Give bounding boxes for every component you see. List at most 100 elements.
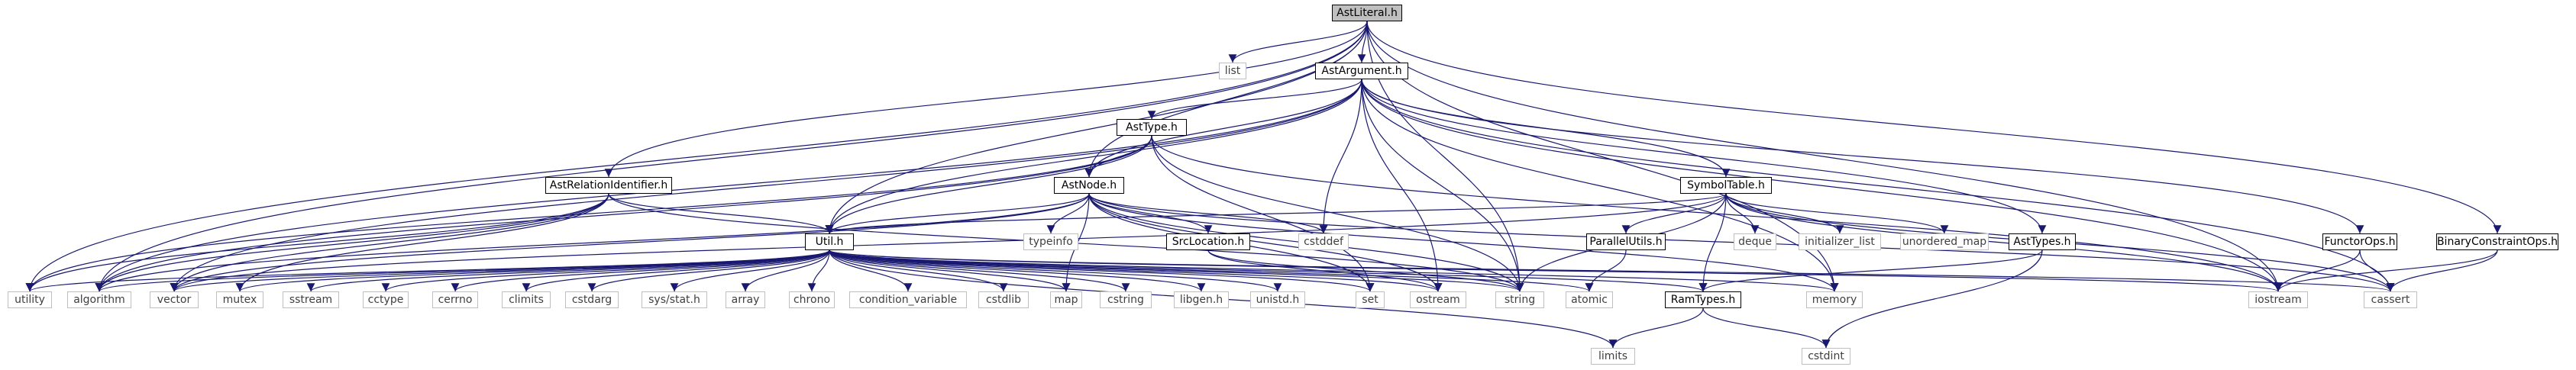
node-astrelationidentifier[interactable]: AstRelationIdentifier.h <box>545 177 672 194</box>
edge-astnode-to-algorithm <box>95 193 1090 292</box>
edge-astargument-to-string <box>1361 79 1524 292</box>
node-cstdarg: cstdarg <box>565 291 619 308</box>
edge-astargument-to-cassert <box>1361 79 2395 292</box>
edge-astrelationidentifier-to-mutex <box>235 193 609 292</box>
node-string: string <box>1495 291 1544 308</box>
edge-util-to-cassert <box>829 249 2394 292</box>
edge-util-to-chrono <box>807 249 830 292</box>
node-climits: climits <box>502 291 551 308</box>
node-cstdint: cstdint <box>1802 348 1850 365</box>
node-ostream: ostream <box>1410 291 1466 308</box>
node-cstring: cstring <box>1100 291 1152 308</box>
edge-astliteral-to-util <box>825 21 1368 234</box>
edge-util-to-ramtypes <box>829 249 1707 292</box>
edge-astliteral-to-list <box>1228 21 1368 63</box>
edge-astnode-to-ostream <box>1088 193 1443 292</box>
node-iostream: iostream <box>2248 291 2308 308</box>
edge-astargument-to-astnode <box>1084 79 1362 178</box>
node-symboltable[interactable]: SymbolTable.h <box>1680 177 1772 194</box>
node-cassert: cassert <box>2364 291 2417 308</box>
edge-util-to-condition_variable <box>829 249 913 292</box>
edge-astnode-to-srclocation <box>1088 193 1213 234</box>
edge-astnode-to-typeinfo <box>1046 193 1090 234</box>
node-chrono: chrono <box>789 291 835 308</box>
edge-util-to-set <box>829 249 1375 292</box>
node-binaryconstraintops[interactable]: BinaryConstraintOps.h <box>2436 233 2558 250</box>
edge-util-to-array <box>741 249 830 292</box>
edge-astrelationidentifier-to-vector <box>170 193 609 292</box>
node-asttypes[interactable]: AstTypes.h <box>2009 233 2076 250</box>
edge-asttype-to-utility <box>25 135 1152 292</box>
node-sstream: sstream <box>283 291 339 308</box>
edge-symboltable-to-parallelutils <box>1621 193 1727 234</box>
node-typeinfo: typeinfo <box>1023 233 1078 250</box>
node-list: list <box>1219 63 1246 79</box>
edge-astliteral-to-iostream <box>1366 21 2283 292</box>
edge-util-to-cstring <box>829 249 1130 292</box>
edge-astargument-to-memory <box>1361 79 1839 292</box>
node-functorops[interactable]: FunctorOps.h <box>2322 233 2397 250</box>
edge-astnode-to-cstddef <box>1088 193 1328 234</box>
node-condition_variable: condition_variable <box>849 291 967 308</box>
node-utility: utility <box>8 291 52 308</box>
edge-symboltable-to-ramtypes <box>1698 193 1727 292</box>
node-srclocation[interactable]: SrcLocation.h <box>1166 233 1250 250</box>
edge-util-to-cstdarg <box>587 249 830 292</box>
node-atomic: atomic <box>1566 291 1613 308</box>
node-cctype: cctype <box>363 291 409 308</box>
edge-symboltable-to-unordered_map <box>1725 193 1949 234</box>
node-astargument[interactable]: AstArgument.h <box>1315 63 1408 79</box>
edge-astliteral-to-memory <box>1366 21 1839 292</box>
edge-astargument-to-asttypes <box>1361 79 2047 234</box>
edge-util-to-mutex <box>235 249 830 292</box>
edge-util-to-unistd <box>829 249 1282 292</box>
node-set: set <box>1356 291 1385 308</box>
edge-asttype-to-util <box>825 135 1152 234</box>
edge-astnode-to-util <box>825 193 1090 234</box>
edge-ramtypes-to-cstdint <box>1702 307 1831 349</box>
node-astliteral: AstLiteral.h <box>1332 5 1402 21</box>
edge-util-to-libgen <box>829 249 1206 292</box>
edge-astrelationidentifier-to-utility <box>25 193 609 292</box>
edge-astargument-to-iostream <box>1361 79 2283 292</box>
node-asttype[interactable]: AstType.h <box>1117 119 1187 136</box>
node-limits: limits <box>1591 348 1635 365</box>
edge-symboltable-to-vector <box>170 193 1727 292</box>
edge-asttypes-to-cstdint <box>1821 249 2043 349</box>
node-algorithm: algorithm <box>67 291 131 308</box>
node-astnode[interactable]: AstNode.h <box>1054 177 1124 194</box>
node-parallelutils[interactable]: ParallelUtils.h <box>1586 233 1666 250</box>
node-unordered_map: unordered_map <box>1900 233 1989 250</box>
edge-astliteral-to-astrelationidentifier <box>604 21 1368 178</box>
node-deque: deque <box>1734 233 1776 250</box>
node-util[interactable]: Util.h <box>805 233 854 250</box>
edge-util-to-sstream <box>306 249 830 292</box>
edge-asttype-to-iostream <box>1151 135 2283 292</box>
node-map: map <box>1050 291 1082 308</box>
edge-astargument-to-asttype <box>1147 79 1362 120</box>
edge-util-to-memory <box>829 249 1838 292</box>
node-mutex: mutex <box>216 291 263 308</box>
edge-util-to-sysstat <box>670 249 830 292</box>
edge-astliteral-to-utility <box>25 21 1368 292</box>
edge-util-to-algorithm <box>95 249 830 292</box>
edge-ramtypes-to-limits <box>1608 307 1704 349</box>
edge-util-to-cctype <box>381 249 830 292</box>
node-cstddef: cstddef <box>1298 233 1349 250</box>
node-unistd: unistd.h <box>1250 291 1305 308</box>
edge-symboltable-to-initializer_list <box>1725 193 1844 234</box>
edge-asttype-to-string <box>1151 135 1524 292</box>
node-sysstat: sys/stat.h <box>642 291 707 308</box>
edge-astliteral-to-binaryconstraintops <box>1366 21 2502 234</box>
edge-astargument-to-functorops <box>1361 79 2364 234</box>
edge-util-to-cstdlib <box>829 249 1008 292</box>
edge-symboltable-to-util <box>826 193 1727 234</box>
edge-astargument-to-vector <box>170 79 1362 292</box>
edge-astargument-to-algorithm <box>95 79 1362 292</box>
node-array: array <box>726 291 765 308</box>
edge-astnode-to-vector <box>170 193 1090 292</box>
node-ramtypes[interactable]: RamTypes.h <box>1665 291 1741 308</box>
edge-astrelationidentifier-to-algorithm <box>95 193 609 292</box>
edge-util-to-climits <box>522 249 830 292</box>
